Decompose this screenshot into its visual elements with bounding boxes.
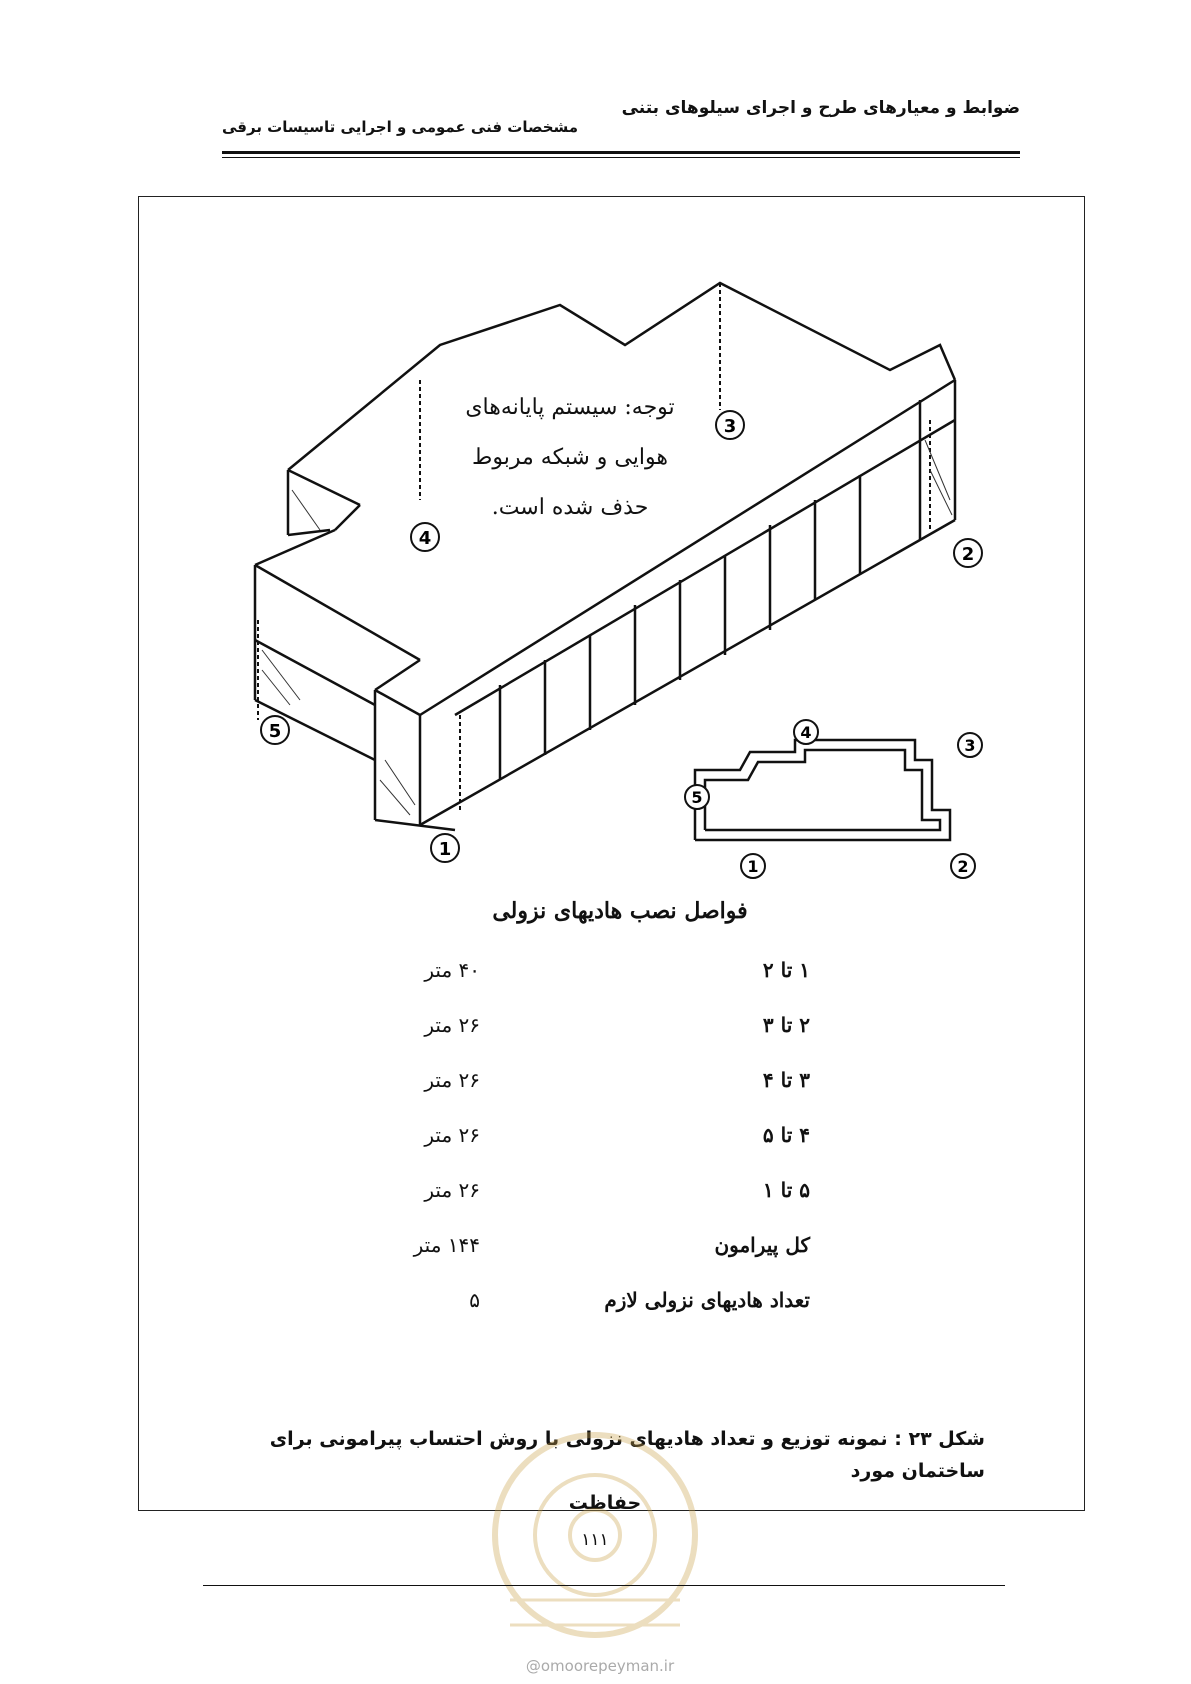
watermark-logo (492, 1432, 698, 1638)
row-label: ۵ تا ۱ (762, 1178, 810, 1202)
marker-4-label: 4 (419, 528, 432, 549)
header-rule-thick (222, 151, 1020, 154)
row-value: ۵ (469, 1288, 480, 1312)
marker-5 (260, 715, 290, 745)
marker-3-label: 3 (724, 416, 737, 437)
row-label: ۳ تا ۴ (762, 1068, 810, 1092)
row-value: ۲۶ متر (424, 1178, 480, 1202)
svg-text:5: 5 (691, 788, 702, 807)
row-label: ۱ تا ۲ (762, 958, 810, 982)
table-row: ۴ تا ۵ ۲۶ متر (380, 1123, 810, 1163)
caption-line-2: حفاظت (568, 1492, 642, 1514)
table-row: ۲ تا ۳ ۲۶ متر (380, 1013, 810, 1053)
marker-2 (953, 538, 983, 568)
figure-caption: شکل ۲۳ : نمونه توزیع و تعداد هادیهای نزو… (225, 1423, 985, 1519)
table-row-count: تعداد هادیهای نزولی لازم ۵ (380, 1288, 810, 1328)
header-section-title: مشخصات فنی عمومی و اجرایی تاسیسات برقی (222, 118, 579, 136)
row-label: ۲ تا ۳ (762, 1013, 810, 1037)
marker-1-label: 1 (439, 839, 452, 860)
marker-1 (430, 833, 460, 863)
page-number: ۱۱۱ (581, 1530, 609, 1550)
row-label: تعداد هادیهای نزولی لازم (604, 1288, 810, 1312)
row-value: ۴۰ متر (424, 958, 480, 982)
figure-note: توجه: سیستم پایانه‌های هوایی و شبکه مربو… (450, 383, 690, 533)
svg-text:2: 2 (957, 857, 968, 876)
caption-line-1: شکل ۲۳ : نمونه توزیع و تعداد هادیهای نزو… (269, 1428, 985, 1482)
building-illustration: 1 2 3 4 5 1 2 3 4 5 (253, 281, 983, 879)
row-label: ۴ تا ۵ (762, 1123, 810, 1147)
footer-rule (203, 1585, 1005, 1586)
row-value: ۲۶ متر (424, 1123, 480, 1147)
header-rule-thin (222, 157, 1020, 158)
row-value: ۲۶ متر (424, 1068, 480, 1092)
row-label: کل پیرامون (714, 1233, 810, 1257)
table-row: ۵ تا ۱ ۲۶ متر (380, 1178, 810, 1218)
row-value: ۲۶ متر (424, 1013, 480, 1037)
marker-4 (410, 522, 440, 552)
row-value: ۱۴۴ متر (413, 1233, 480, 1257)
marker-2-label: 2 (962, 544, 975, 565)
table-row: ۱ تا ۲ ۴۰ متر (380, 958, 810, 998)
plan-view (693, 738, 952, 842)
figure-frame (138, 196, 1085, 1511)
marker-3 (715, 410, 745, 440)
header-document-title: ضوابط و معیارهای طرح و اجرای سیلوهای بتن… (621, 98, 1020, 118)
marker-5-label: 5 (269, 721, 282, 742)
svg-text:3: 3 (964, 736, 975, 755)
table-row-total: کل پیرامون ۱۴۴ متر (380, 1233, 810, 1273)
table-title: فواصل نصب هادیهای نزولی (492, 898, 748, 924)
watermark-text: @omoorepeyman.ir (525, 1657, 675, 1675)
svg-text:4: 4 (800, 723, 811, 742)
table-row: ۳ تا ۴ ۲۶ متر (380, 1068, 810, 1108)
svg-text:1: 1 (747, 857, 758, 876)
